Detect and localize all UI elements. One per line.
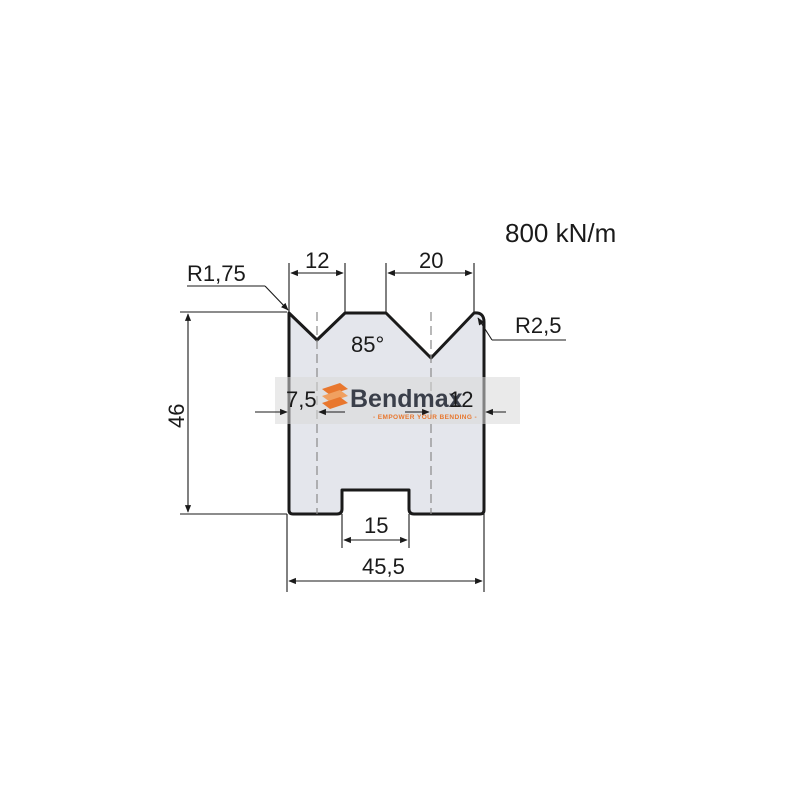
radius-right-label: R2,5 <box>515 313 561 338</box>
watermark-band <box>275 377 520 424</box>
capacity-label: 800 kN/m <box>505 218 616 248</box>
slot-width-label: 15 <box>364 513 388 538</box>
radius-left-leader-slant <box>264 285 289 311</box>
offset-right-label: 12 <box>449 387 473 412</box>
height-label: 46 <box>164 404 189 428</box>
logo-icon <box>322 383 348 395</box>
v-opening-small-label: 12 <box>305 248 329 273</box>
bendmax-logo <box>322 383 348 409</box>
offset-left-label: 7,5 <box>286 387 317 412</box>
watermark-brand: Bendmax <box>350 385 463 413</box>
radius-left-label: R1,75 <box>187 261 246 286</box>
v-angle-label: 85° <box>351 332 384 357</box>
total-width-label: 45,5 <box>362 554 405 579</box>
watermark-tagline: - EMPOWER YOUR BENDING - <box>373 414 477 421</box>
radius-right-leader-slant <box>477 317 493 341</box>
v-opening-large-label: 20 <box>419 248 443 273</box>
